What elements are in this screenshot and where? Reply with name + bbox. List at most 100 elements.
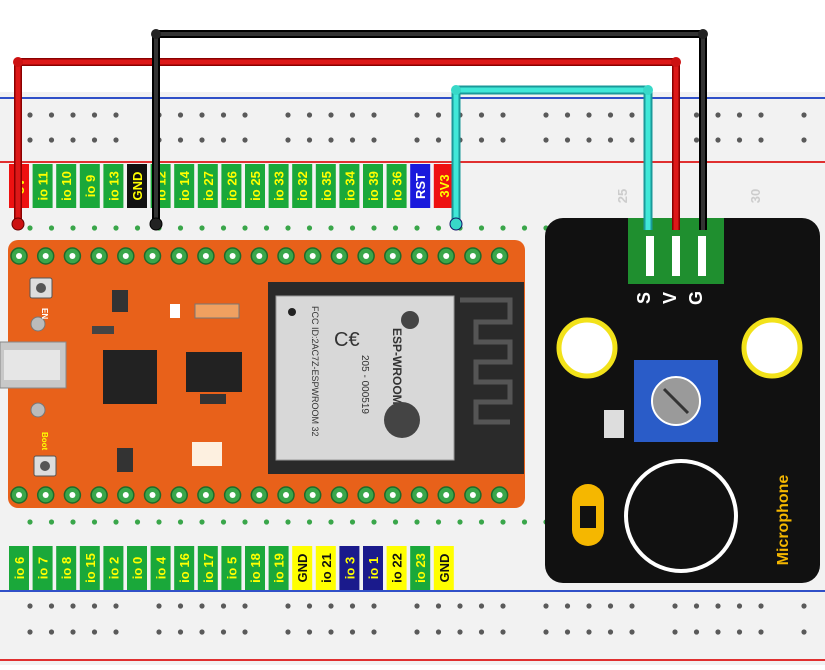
power-wire-end xyxy=(11,217,25,231)
breadboard-hole xyxy=(371,112,377,118)
header-pin-g xyxy=(698,236,706,276)
esp32-pin-hole xyxy=(149,492,156,498)
breadboard-hole xyxy=(801,629,807,635)
breadboard-hole xyxy=(328,137,334,143)
pin-label-bg xyxy=(127,164,147,208)
breadboard-hole xyxy=(457,629,463,635)
breadboard-hole xyxy=(48,225,55,231)
pin-label: io 36 xyxy=(390,171,405,201)
breadboard-hole xyxy=(457,519,463,525)
pin-label: io 17 xyxy=(201,553,216,583)
breadboard-hole xyxy=(48,112,55,118)
breadboard-hole xyxy=(478,629,485,635)
breadboard-hole xyxy=(629,137,635,143)
pin-label-bg xyxy=(197,546,218,590)
breadboard-hole xyxy=(371,603,377,609)
breadboard-hole xyxy=(693,629,700,635)
breadboard-hole xyxy=(758,137,764,143)
breadboard-hole xyxy=(285,225,291,231)
breadboard-hole xyxy=(199,137,205,143)
breadboard-hole xyxy=(242,225,248,231)
breadboard-hole xyxy=(435,225,442,231)
breadboard-hole xyxy=(801,603,807,609)
breadboard-hole xyxy=(177,137,184,143)
pin-label: io 27 xyxy=(201,171,216,201)
esp32-pin-hole xyxy=(469,492,476,498)
breadboard-hole xyxy=(564,112,571,118)
pin-label-bg xyxy=(9,546,29,590)
transistor xyxy=(117,448,133,472)
esp32-pin-hole xyxy=(176,253,183,259)
microphone-sensor: S V G Microphone xyxy=(545,218,820,583)
breadboard-hole xyxy=(564,629,571,635)
breadboard-hole xyxy=(478,603,485,609)
pin-label: io 35 xyxy=(319,171,334,201)
esp32-pin-hole xyxy=(309,492,316,498)
breadboard-hole xyxy=(220,137,227,143)
esp32-pin-hole xyxy=(176,492,183,498)
breadboard-hole xyxy=(736,629,743,635)
breadboard-hole xyxy=(27,629,33,635)
pin-label-bg xyxy=(174,164,195,208)
pin-label-bg xyxy=(363,164,383,208)
pin-label: 3V3 xyxy=(437,174,452,197)
pin-label: GND xyxy=(437,554,452,583)
esp32-pin-hole xyxy=(256,253,263,259)
breadboard-hole xyxy=(199,225,205,231)
pin-label: GND xyxy=(295,554,310,583)
esp32-pin-hole xyxy=(42,492,49,498)
breadboard-hole xyxy=(242,603,248,609)
esp32-pin-hole xyxy=(69,492,76,498)
pin-label-bg xyxy=(315,546,336,590)
breadboard-hole xyxy=(285,629,291,635)
breadboard-hole xyxy=(371,137,377,143)
pin-label-bg xyxy=(221,164,242,208)
breadboard-hole xyxy=(543,112,549,118)
breadboard-hole xyxy=(242,112,248,118)
pin-label: io 18 xyxy=(248,553,263,583)
breadboard-hole xyxy=(113,112,119,118)
ground-wire-end xyxy=(149,217,163,231)
pin-label: GND xyxy=(130,172,145,201)
esp32-pin-hole xyxy=(496,253,503,259)
esp32-pin-hole xyxy=(443,492,450,498)
power-wire xyxy=(15,59,679,230)
breadboard-hole xyxy=(199,519,205,525)
breadboard-hole xyxy=(392,519,399,525)
breadboard-hole xyxy=(306,137,313,143)
breadboard-hole xyxy=(564,603,571,609)
breadboard-hole xyxy=(306,225,313,231)
breadboard-hole xyxy=(349,629,356,635)
breadboard-hole xyxy=(199,629,205,635)
mount-hole-left xyxy=(556,317,618,379)
breadboard-hole xyxy=(693,137,700,143)
usb-uart-chip xyxy=(103,350,157,404)
pin-label-g: G xyxy=(686,291,706,305)
esp32-pin-hole xyxy=(69,253,76,259)
pin-label: io 7 xyxy=(36,557,51,579)
breadboard-hole xyxy=(263,225,270,231)
breadboard-hole xyxy=(70,137,76,143)
breadboard-hole xyxy=(27,225,33,231)
breadboard-hole xyxy=(306,519,313,525)
breadboard-hole xyxy=(629,629,635,635)
esp32-pin-hole xyxy=(389,492,396,498)
pin-label: io 33 xyxy=(272,171,287,201)
breadboard-hole xyxy=(27,112,33,118)
power-wire-bend xyxy=(13,57,23,67)
usb-mount-hole xyxy=(30,402,46,418)
breadboard-hole xyxy=(27,519,33,525)
breadboard-hole xyxy=(564,137,571,143)
pin-label-bg xyxy=(268,164,289,208)
esp32-pin-hole xyxy=(416,253,423,259)
breadboard-hole xyxy=(177,603,184,609)
en-button-cap xyxy=(36,283,46,293)
pin-label: io 5 xyxy=(224,557,239,579)
regulator-tab xyxy=(200,394,226,404)
esp32-pin-hole xyxy=(363,492,370,498)
breadboard-hole xyxy=(328,603,334,609)
breadboard-hole xyxy=(27,137,33,143)
breadboard-hole xyxy=(435,629,442,635)
breadboard-hole xyxy=(543,603,549,609)
